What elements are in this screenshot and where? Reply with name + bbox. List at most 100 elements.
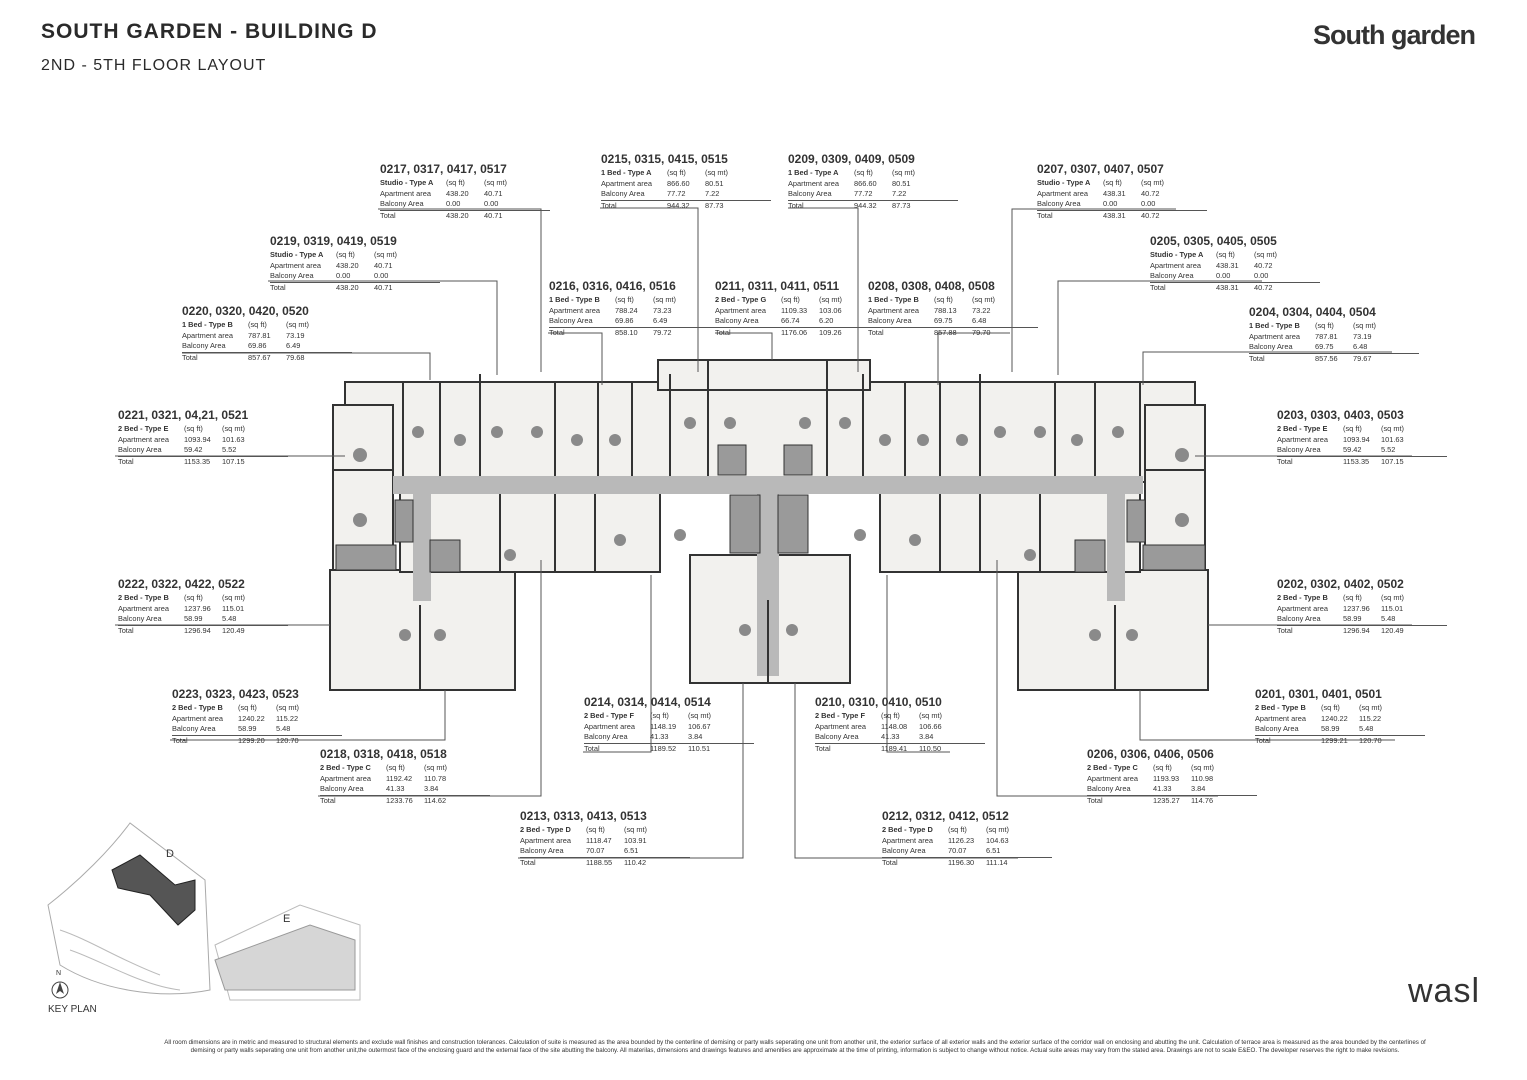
unit-type-row: 2 Bed - Type E (sq ft) (sq mt) — [118, 424, 288, 435]
apartment-area-label: Apartment area — [380, 188, 431, 198]
apartment-area-row: Apartment area 1118.47 103.91 — [520, 836, 690, 847]
sqmt-header: (sq mt) — [624, 825, 647, 834]
unit-type: 2 Bed - Type F — [584, 711, 634, 720]
total-sqmt: 79.72 — [653, 327, 672, 337]
total-area-row: Total 857.67 79.68 — [182, 351, 352, 364]
balcony-area-label: Balcony Area — [868, 316, 912, 325]
unit-number: 0209, 0309, 0409, 0509 — [788, 152, 915, 166]
total-label: Total — [1150, 282, 1166, 292]
balcony-sqmt: 6.49 — [286, 341, 301, 350]
unit-type: 1 Bed - Type B — [182, 320, 233, 329]
total-sqft: 1189.41 — [881, 743, 908, 753]
total-area-row: Total 1296.94 120.49 — [1277, 624, 1447, 637]
balcony-sqft: 59.42 — [184, 445, 203, 454]
leader-lines — [115, 207, 1412, 859]
north-arrow-icon — [56, 982, 64, 994]
balcony-area-label: Balcony Area — [118, 445, 162, 454]
total-sqft: 1153.35 — [184, 456, 211, 466]
total-area-row: Total 1235.27 114.76 — [1087, 794, 1257, 807]
balcony-sqmt: 3.84 — [424, 784, 439, 793]
sqmt-header: (sq mt) — [286, 320, 309, 329]
balcony-sqmt: 6.51 — [986, 846, 1001, 855]
apartment-sqmt: 115.01 — [1381, 603, 1404, 613]
apartment-area-label: Apartment area — [868, 305, 919, 315]
total-sqmt: 87.73 — [705, 200, 724, 210]
unit-type-row: 1 Bed - Type B (sq ft) (sq mt) — [868, 295, 1038, 306]
apartment-sqft: 1240.22 — [1321, 713, 1348, 723]
balcony-sqmt: 5.48 — [1381, 614, 1396, 623]
balcony-sqmt: 6.20 — [819, 316, 834, 325]
apartment-sqft: 1093.94 — [184, 434, 211, 444]
balcony-sqmt: 3.84 — [688, 732, 703, 741]
unit-info-u0206: 0206, 0306, 0406, 0506 2 Bed - Type C (s… — [1087, 747, 1257, 806]
apartment-sqmt: 115.22 — [1359, 713, 1382, 723]
unit-number: 0220, 0320, 0420, 0520 — [182, 304, 309, 318]
unit-info-u0221: 0221, 0321, 04,21, 0521 2 Bed - Type E (… — [118, 408, 288, 467]
sqft-header: (sq ft) — [1216, 250, 1235, 259]
apartment-sqmt: 110.78 — [424, 773, 447, 783]
balcony-area-label: Balcony Area — [380, 199, 424, 208]
balcony-area-row: Balcony Area 70.07 6.51 — [520, 846, 690, 857]
unit-number: 0221, 0321, 04,21, 0521 — [118, 408, 249, 422]
sqft-header: (sq ft) — [184, 593, 203, 602]
apartment-sqft: 1148.08 — [881, 721, 908, 731]
sqmt-header: (sq mt) — [1381, 424, 1404, 433]
apartment-area-row: Apartment area 1192.42 110.78 — [320, 774, 490, 785]
balcony-area-row: Balcony Area 0.00 0.00 — [1150, 271, 1320, 282]
key-plan-map — [47, 822, 361, 1001]
unit-number: 0206, 0306, 0406, 0506 — [1087, 747, 1214, 761]
unit-type-row: 2 Bed - Type B (sq ft) (sq mt) — [1255, 703, 1425, 714]
sqmt-header: (sq mt) — [484, 178, 507, 187]
total-area-row: Total 1299.21 120.70 — [1255, 734, 1425, 747]
total-sqmt: 120.70 — [276, 735, 299, 745]
south-garden-logo: South garden — [1313, 20, 1476, 50]
apartment-sqmt: 73.22 — [972, 305, 991, 315]
apartment-sqmt: 80.51 — [705, 178, 724, 188]
unit-info-u0219: 0219, 0319, 0419, 0519 Studio - Type A (… — [270, 234, 440, 293]
balcony-sqft: 41.33 — [386, 784, 405, 793]
total-area-row: Total 438.20 40.71 — [270, 281, 440, 294]
unit-number: 0201, 0301, 0401, 0501 — [1255, 687, 1382, 701]
total-sqft: 944.32 — [667, 200, 690, 210]
unit-type-row: 2 Bed - Type B (sq ft) (sq mt) — [118, 593, 288, 604]
balcony-area-label: Balcony Area — [1255, 724, 1299, 733]
unit-type: Studio - Type A — [1037, 178, 1091, 187]
total-label: Total — [270, 282, 286, 292]
balcony-area-row: Balcony Area 59.42 5.52 — [1277, 445, 1447, 456]
balcony-area-label: Balcony Area — [1277, 614, 1321, 623]
unit-type-row: 1 Bed - Type A (sq ft) (sq mt) — [788, 168, 958, 179]
apartment-area-row: Apartment area 1093.94 101.63 — [1277, 435, 1447, 446]
unit-type: 2 Bed - Type D — [520, 825, 571, 834]
total-area-row: Total 1296.94 120.49 — [118, 624, 288, 637]
balcony-area-row: Balcony Area 77.72 7.22 — [601, 189, 771, 200]
unit-number: 0212, 0312, 0412, 0512 — [882, 809, 1009, 823]
balcony-area-label: Balcony Area — [715, 316, 759, 325]
total-label: Total — [118, 625, 134, 635]
unit-type-row: Studio - Type A (sq ft) (sq mt) — [1037, 178, 1207, 189]
unit-type-row: 1 Bed - Type B (sq ft) (sq mt) — [549, 295, 719, 306]
apartment-area-row: Apartment area 787.81 73.19 — [182, 331, 352, 342]
total-sqmt: 87.73 — [892, 200, 911, 210]
sqft-header: (sq ft) — [238, 703, 257, 712]
sqmt-header: (sq mt) — [986, 825, 1009, 834]
apartment-sqmt: 40.71 — [374, 260, 393, 270]
key-plan-label: KEY PLAN — [48, 1004, 97, 1015]
apartment-sqft: 1237.96 — [1343, 603, 1370, 613]
total-sqmt: 79.68 — [286, 352, 305, 362]
apartment-sqft: 438.20 — [446, 188, 469, 198]
balcony-area-label: Balcony Area — [118, 614, 162, 623]
balcony-sqmt: 0.00 — [1141, 199, 1156, 208]
apartment-area-row: Apartment area 866.60 80.51 — [788, 179, 958, 190]
balcony-area-row: Balcony Area 0.00 0.00 — [270, 271, 440, 282]
sqmt-header: (sq mt) — [1191, 763, 1214, 772]
balcony-area-row: Balcony Area 58.99 5.48 — [1277, 614, 1447, 625]
apartment-area-row: Apartment area 1093.94 101.63 — [118, 435, 288, 446]
total-area-row: Total 438.31 40.72 — [1150, 281, 1320, 294]
apartment-area-label: Apartment area — [715, 305, 766, 315]
balcony-area-row: Balcony Area 69.86 6.49 — [549, 316, 719, 327]
sqmt-header: (sq mt) — [374, 250, 397, 259]
unit-info-u0215: 0215, 0315, 0415, 0515 1 Bed - Type A (s… — [601, 152, 771, 211]
total-sqft: 1196.30 — [948, 857, 975, 867]
total-label: Total — [380, 210, 396, 220]
